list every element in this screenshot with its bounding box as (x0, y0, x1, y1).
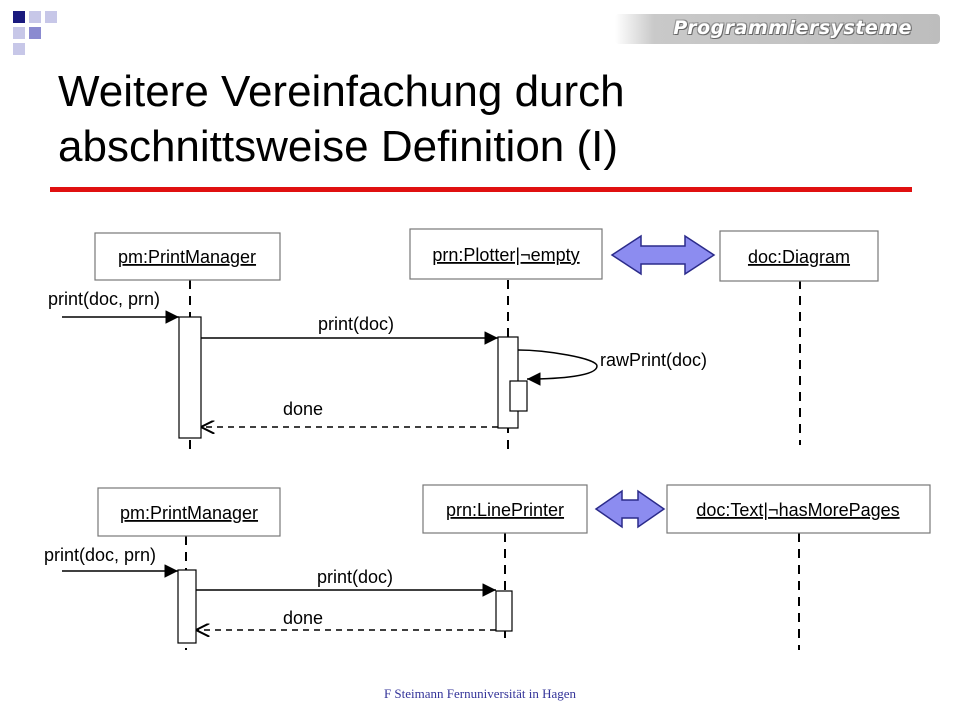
activation-plotter-nested (509, 380, 528, 412)
message-label-found-2: print(doc, prn) (44, 545, 156, 565)
association-double-arrow-2 (594, 489, 666, 529)
logo-square (45, 11, 57, 23)
title-line-2: abschnittsweise Definition (I) (58, 122, 619, 171)
object-label-printmanager: pm:PrintManager (118, 247, 256, 267)
message-label-reply-2: done (283, 608, 323, 628)
message-label-reply: done (283, 399, 323, 419)
message-label-call: print(doc) (318, 314, 394, 334)
title-underline (50, 187, 912, 192)
brand-banner: Programmiersysteme (615, 14, 940, 44)
object-label-diagram: doc:Diagram (748, 247, 850, 267)
object-box-plotter (409, 228, 603, 280)
logo-square (29, 27, 41, 39)
object-box-diagram (719, 230, 879, 282)
message-self-rawprint (517, 349, 598, 386)
diagram-2: pm:PrintManager prn:LinePrinter doc:Text… (44, 484, 931, 650)
object-box-printmanager (94, 232, 281, 281)
object-box-text (666, 484, 931, 534)
object-box-printmanager-2 (97, 487, 281, 537)
logo-square (13, 27, 25, 39)
logo-square (13, 43, 25, 55)
diagram-1: pm:PrintManager prn:Plotter|¬empty doc:D… (48, 228, 879, 452)
title-line-1: Weitere Vereinfachung durch (58, 67, 625, 116)
object-box-lineprinter (422, 484, 588, 534)
activation-printmanager (178, 316, 202, 439)
footer: F Steimann Fernuniversität in Hagen (383, 686, 577, 701)
activation-lineprinter (495, 590, 513, 632)
object-label-plotter: prn:Plotter|¬empty (432, 245, 579, 265)
message-label-self: rawPrint(doc) (600, 350, 707, 370)
message-label-call-2: print(doc) (317, 567, 393, 587)
activation-printmanager-2 (177, 569, 197, 644)
object-label-lineprinter: prn:LinePrinter (446, 500, 564, 520)
message-label-found: print(doc, prn) (48, 289, 160, 309)
logo-square (29, 11, 41, 23)
slide-title: Weitere Vereinfachung durch abschnittswe… (58, 64, 918, 174)
association-double-arrow (610, 234, 716, 276)
object-label-text: doc:Text|¬hasMorePages (696, 500, 899, 520)
brand-text: Programmiersysteme (673, 17, 912, 39)
logo-square (13, 11, 25, 23)
object-label-printmanager-2: pm:PrintManager (120, 503, 258, 523)
